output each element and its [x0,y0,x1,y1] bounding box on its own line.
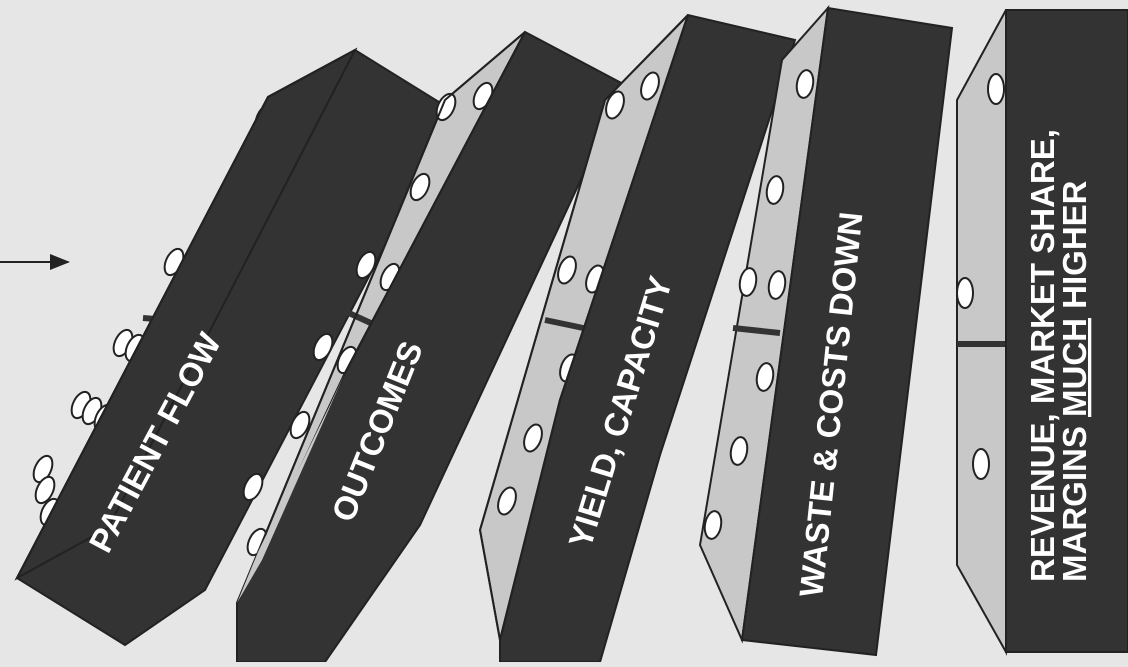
emphasis-much: MUCH [1056,318,1093,417]
domino-side [957,10,1006,652]
domino-label-line2: MARGINS MUCH HIGHER [1056,180,1093,582]
domino-revenue: REVENUE, MARKET SHARE, MARGINS MUCH HIGH… [957,10,1128,652]
